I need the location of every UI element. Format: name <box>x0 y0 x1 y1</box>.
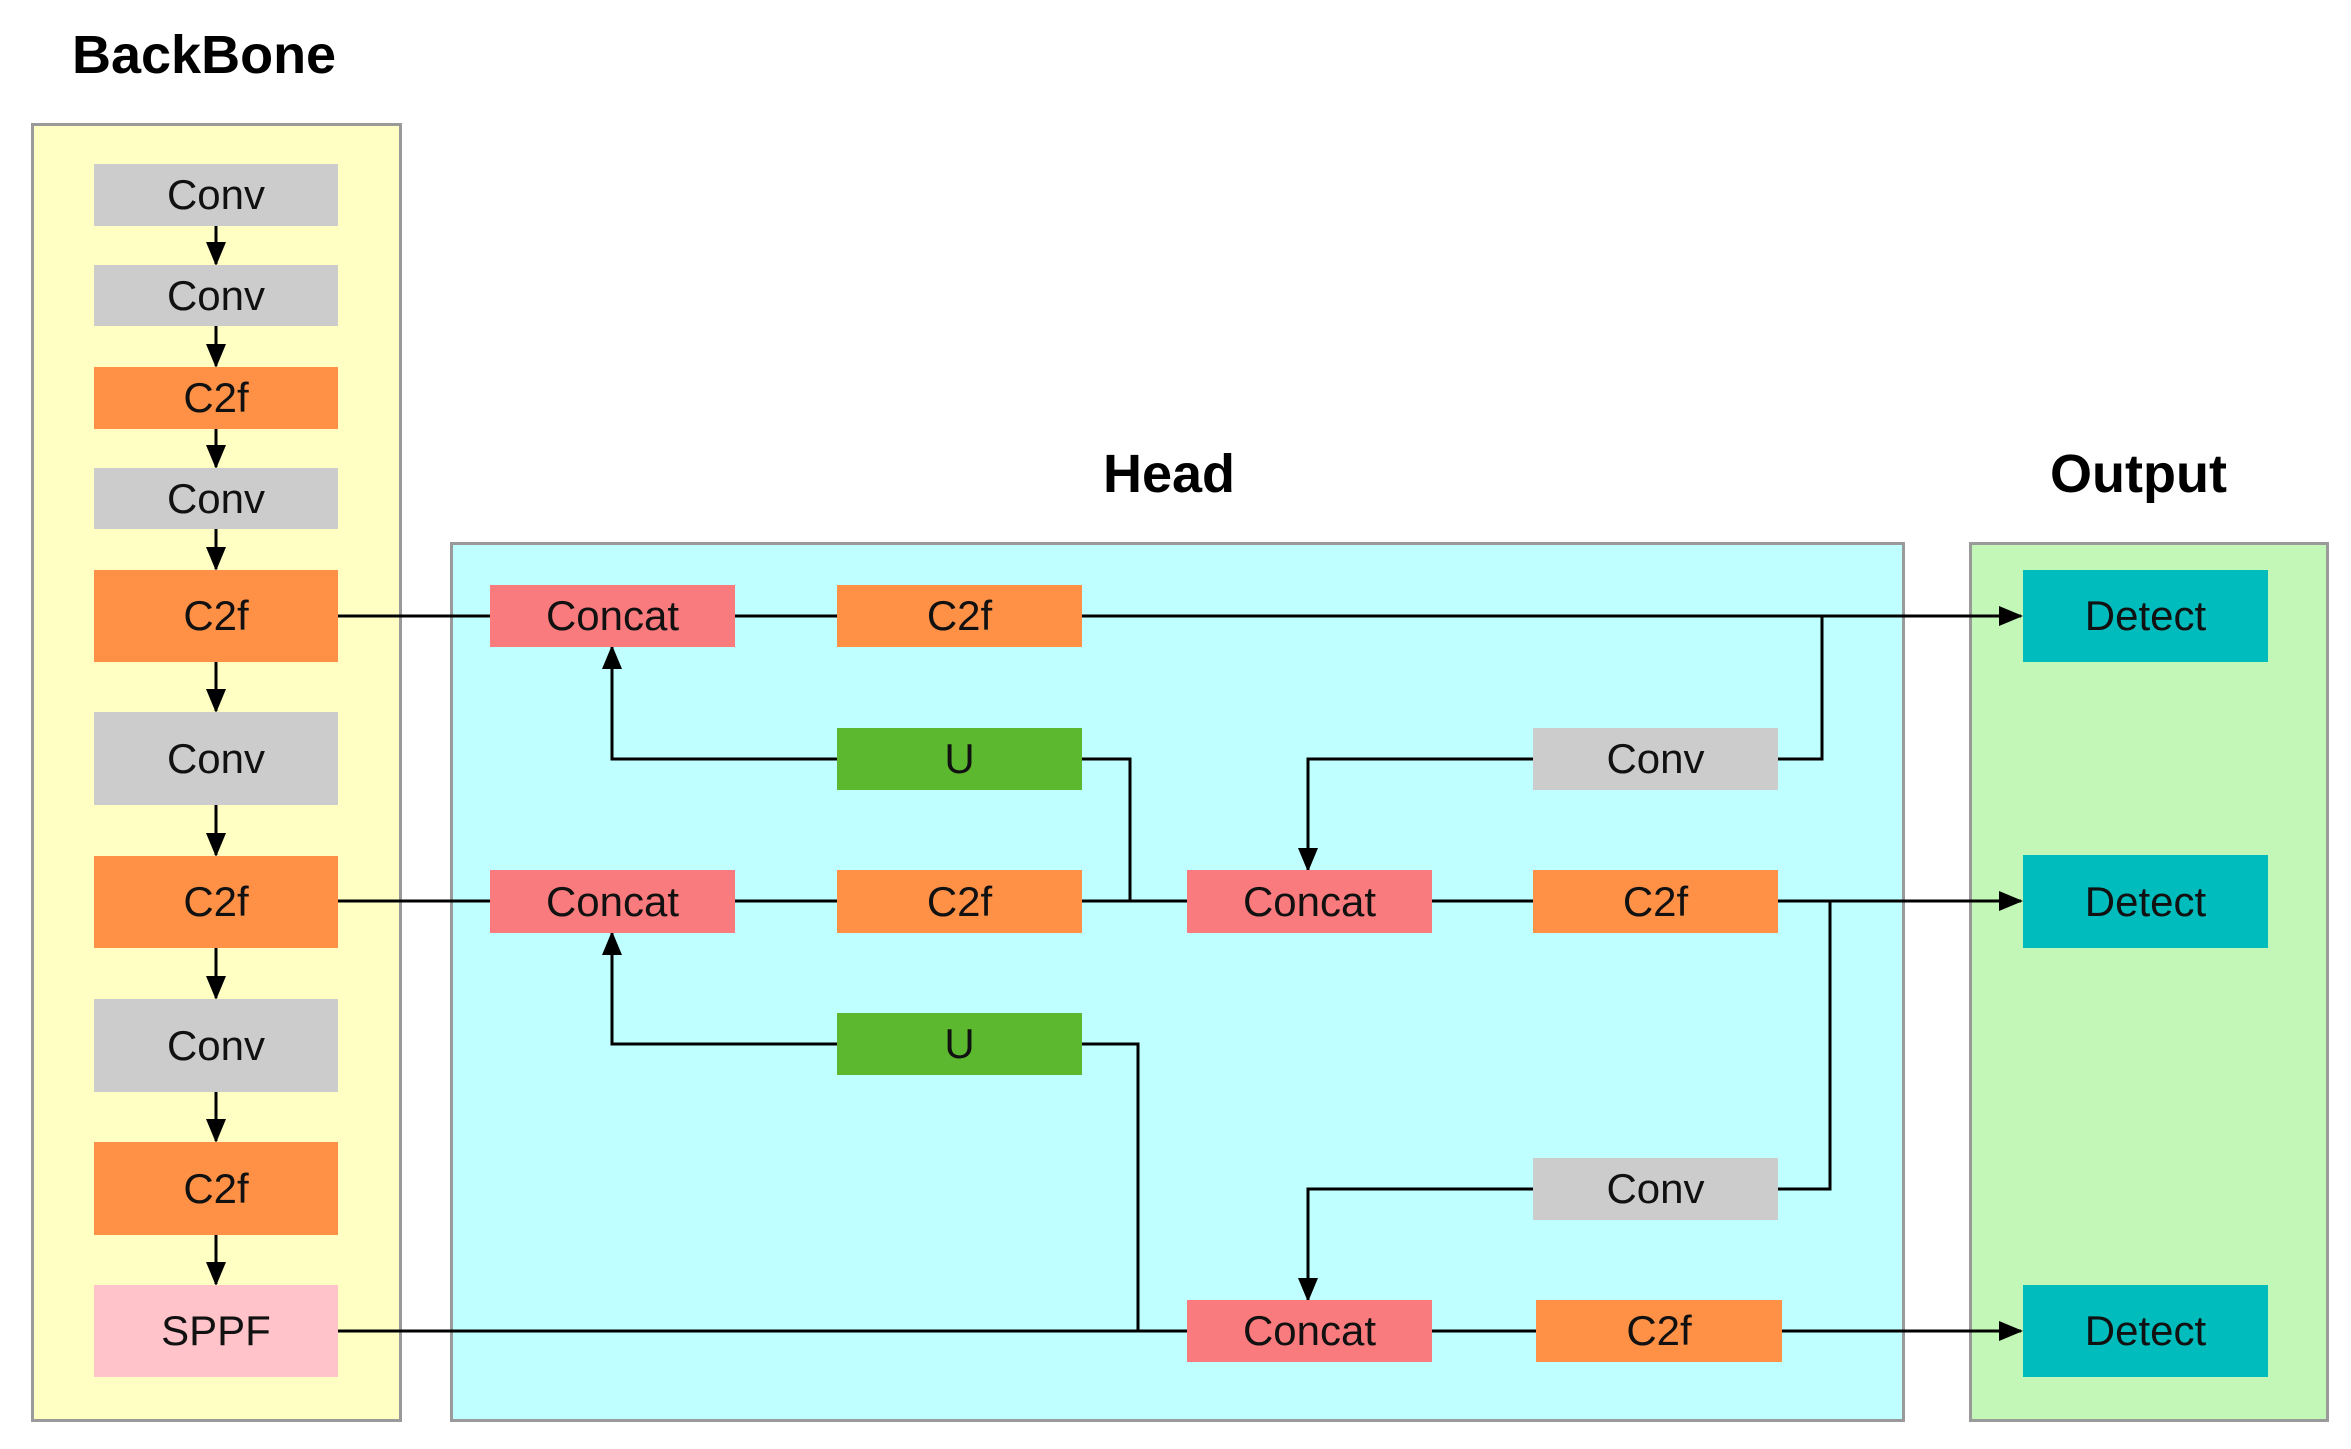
wire-row2-to-convlow <box>1778 901 1832 1191</box>
backbone-conv-5: Conv <box>94 999 338 1092</box>
backbone-conv-3: Conv <box>94 468 338 529</box>
backbone-c2f-1: C2f <box>94 367 338 429</box>
backbone-c2f-4: C2f <box>94 1142 338 1235</box>
wire-row3-to-u2 <box>1082 1042 1140 1330</box>
head-c2f-2: C2f <box>837 870 1082 933</box>
arrow-u2-concat2 <box>602 931 837 1046</box>
backbone-sppf: SPPF <box>94 1285 338 1377</box>
arrow-convlow-concatbot <box>1298 1187 1533 1302</box>
head-c2f-mid: C2f <box>1533 870 1778 933</box>
output-detect-2: Detect <box>2023 855 2268 948</box>
arrow-u1-concat1 <box>602 645 837 761</box>
wire-row2-to-u1 <box>1082 757 1132 901</box>
head-upsample-1: U <box>837 728 1082 790</box>
head-c2f-bottom: C2f <box>1536 1300 1782 1362</box>
output-detect-1: Detect <box>2023 570 2268 662</box>
wire-convtop-to-row1 <box>1778 616 1824 761</box>
backbone-c2f-3: C2f <box>94 856 338 948</box>
head-panel <box>450 542 1905 1422</box>
head-concat-bottom: Concat <box>1187 1300 1432 1362</box>
backbone-conv-2: Conv <box>94 265 338 326</box>
head-concat-1: Concat <box>490 585 735 647</box>
output-panel <box>1969 542 2329 1422</box>
backbone-conv-4: Conv <box>94 712 338 805</box>
backbone-title: BackBone <box>72 25 337 85</box>
head-concat-mid: Concat <box>1187 870 1432 933</box>
head-conv-low: Conv <box>1533 1158 1778 1220</box>
backbone-c2f-2: C2f <box>94 570 338 662</box>
backbone-conv-1: Conv <box>94 164 338 226</box>
output-title: Output <box>2050 444 2227 504</box>
head-c2f-1: C2f <box>837 585 1082 647</box>
head-upsample-2: U <box>837 1013 1082 1075</box>
head-title: Head <box>1103 444 1236 504</box>
head-conv-top: Conv <box>1533 728 1778 790</box>
arrow-convtop-concatmid <box>1298 757 1533 872</box>
output-detect-3: Detect <box>2023 1285 2268 1377</box>
head-concat-2: Concat <box>490 870 735 933</box>
